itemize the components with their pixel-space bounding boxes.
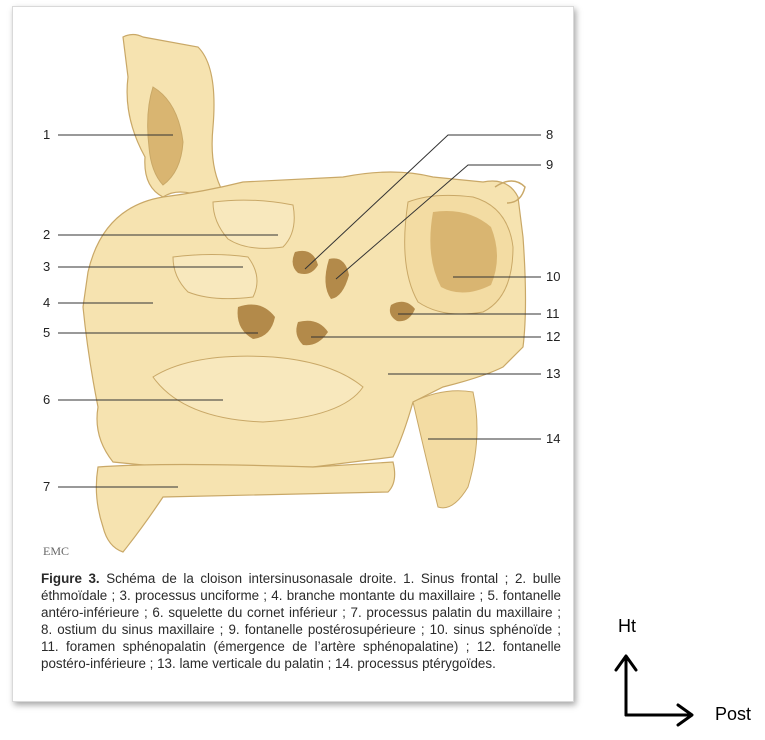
label-2: 2 (43, 227, 50, 242)
emc-signature: EMC (43, 544, 69, 558)
orientation-axes: Ht Post (590, 610, 765, 735)
axis-label-height: Ht (618, 616, 636, 637)
label-4: 4 (43, 295, 50, 310)
label-1: 1 (43, 127, 50, 142)
label-8: 8 (546, 127, 553, 142)
label-13: 13 (546, 366, 560, 381)
figure-caption: Figure 3. Schéma de la cloison intersinu… (41, 570, 561, 672)
palatine-process (96, 462, 394, 552)
label-9: 9 (546, 157, 553, 172)
label-12: 12 (546, 329, 560, 344)
pterygoid-process (413, 391, 477, 508)
label-3: 3 (43, 259, 50, 274)
label-7: 7 (43, 479, 50, 494)
label-6: 6 (43, 392, 50, 407)
document-page: 1 2 3 4 5 6 7 8 9 10 11 12 13 14 EMC Fig… (12, 6, 574, 702)
axis-label-posterior: Post (715, 704, 751, 725)
label-11: 11 (546, 306, 560, 321)
label-10: 10 (546, 269, 560, 284)
anatomical-figure: 1 2 3 4 5 6 7 8 9 10 11 12 13 14 EMC (13, 7, 573, 567)
caption-title: Figure 3. (41, 571, 100, 586)
label-5: 5 (43, 325, 50, 340)
label-14: 14 (546, 431, 560, 446)
caption-text: Schéma de la cloison intersinusonasale d… (41, 571, 561, 671)
